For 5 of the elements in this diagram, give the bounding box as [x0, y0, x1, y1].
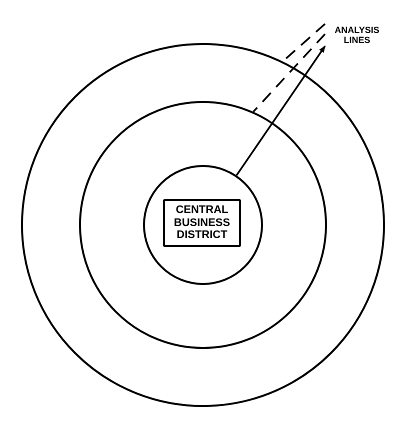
- district-box: [163, 199, 241, 247]
- callout-label: ANALYSIS LINES: [334, 24, 380, 46]
- leader-arrow: [236, 46, 326, 176]
- leader-line: [252, 33, 326, 112]
- district-label: CENTRAL BUSINESS DISTRICT: [174, 204, 230, 242]
